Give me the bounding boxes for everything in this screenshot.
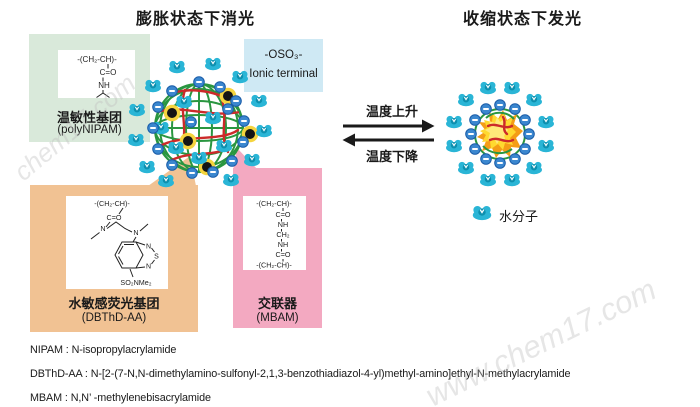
mbam-structure-card: -(CH₂-CH)- C=O NH CH₂ NH C=O -(CH₂-CH)- bbox=[243, 196, 306, 270]
svg-text:-(CH₂-CH)-: -(CH₂-CH)- bbox=[256, 199, 292, 208]
title-contracted-state: 收缩状态下发光 bbox=[462, 11, 582, 28]
footnote-mbam: MBAM : N,N’ -methylenebisacrylamide bbox=[30, 392, 211, 404]
title-expanded-state: 膨胀状态下消光 bbox=[135, 11, 255, 28]
fluorophore-group-sublabel: (DBThD-AA) bbox=[81, 312, 147, 324]
svg-text:C=O: C=O bbox=[100, 68, 117, 77]
contracted-particle-figure bbox=[445, 81, 555, 187]
crosslinker-box: -(CH₂-CH)- C=O NH CH₂ NH C=O -(CH₂-CH)- … bbox=[233, 168, 322, 328]
ionic-formula: -OSO₃- bbox=[264, 49, 303, 61]
svg-text:C=O: C=O bbox=[276, 250, 291, 259]
footnotes: NIPAM : N-isopropylacrylamide DBThD-AA :… bbox=[30, 338, 571, 407]
water-molecule-label: 水分子 bbox=[499, 209, 539, 224]
svg-text:NH: NH bbox=[278, 240, 288, 249]
nipam-structure-drawing: -(CH₂-CH)- C=O NH bbox=[77, 55, 117, 98]
svg-text:SO₂NMe₂: SO₂NMe₂ bbox=[120, 278, 151, 287]
fluorophore-group-label: 水敏感荧光基团 bbox=[68, 296, 160, 311]
svg-text:N: N bbox=[133, 228, 138, 237]
svg-text:-(CH₂-CH)-: -(CH₂-CH)- bbox=[94, 199, 130, 208]
temperature-down-label: 温度下降 bbox=[365, 149, 418, 164]
svg-text:N: N bbox=[146, 244, 151, 251]
fluorophore-group-box: -(CH₂-CH)- C=O N N N S N bbox=[30, 185, 198, 332]
nipam-structure-card: -(CH₂-CH)- C=O NH bbox=[58, 50, 135, 98]
footnote-nipam: NIPAM : N-isopropylacrylamide bbox=[30, 344, 177, 356]
crosslinker-label: 交联器 bbox=[257, 296, 297, 311]
water-molecule-icon bbox=[472, 205, 492, 221]
transition-arrows bbox=[342, 119, 435, 147]
svg-text:-(CH₂-CH)-: -(CH₂-CH)- bbox=[77, 55, 117, 64]
svg-text:C=O: C=O bbox=[276, 210, 291, 219]
svg-text:C=O: C=O bbox=[107, 213, 122, 222]
thermo-group-label: 温敏性基团 bbox=[56, 110, 122, 125]
footnote-dbthd: DBThD-AA : N-[2-(7-N,N-dimethylamino-sul… bbox=[30, 368, 571, 380]
thermo-group-box: -(CH₂-CH)- C=O NH 温敏性基团 (polyNIPAM) bbox=[29, 34, 150, 142]
glowing-core bbox=[474, 108, 526, 160]
ionic-terminal-label: Ionic terminal bbox=[249, 68, 318, 80]
svg-text:S: S bbox=[154, 254, 159, 261]
crosslinker-sublabel: (MBAM) bbox=[256, 312, 299, 324]
expanded-particle-figure bbox=[127, 57, 273, 188]
svg-text:-(CH₂-CH)-: -(CH₂-CH)- bbox=[256, 261, 292, 270]
svg-text:CH₂: CH₂ bbox=[276, 230, 289, 239]
dbthd-structure-drawing: -(CH₂-CH)- C=O N N N S N bbox=[90, 199, 159, 287]
thermo-group-sublabel: (polyNIPAM) bbox=[57, 124, 122, 136]
svg-text:N: N bbox=[100, 224, 105, 233]
svg-text:NH: NH bbox=[98, 81, 110, 90]
dbthd-structure-card: -(CH₂-CH)- C=O N N N S N bbox=[66, 196, 168, 289]
ionic-terminal-box: -OSO₃- Ionic terminal bbox=[244, 39, 323, 92]
svg-text:NH: NH bbox=[278, 220, 288, 229]
temperature-up-label: 温度上升 bbox=[365, 104, 418, 119]
mbam-structure-drawing: -(CH₂-CH)- C=O NH CH₂ NH C=O -(CH₂-CH)- bbox=[256, 199, 292, 270]
svg-text:N: N bbox=[146, 264, 151, 271]
